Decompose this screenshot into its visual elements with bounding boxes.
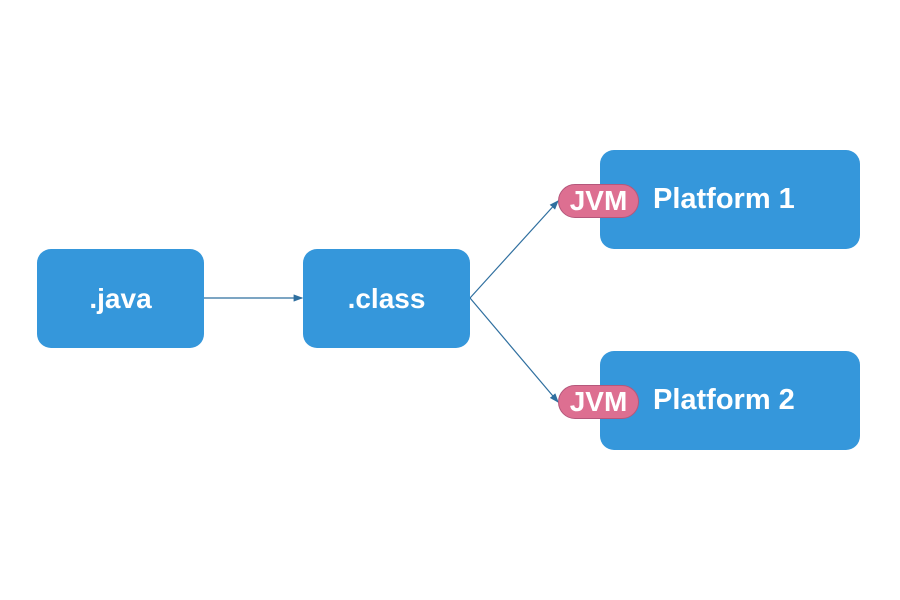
platform-2-node: Platform 2 — [600, 351, 860, 450]
arrow-class-to-platform-2 — [469, 297, 559, 403]
platform-1-node: Platform 1 — [600, 150, 860, 249]
java-source-node: .java — [37, 249, 204, 348]
class-bytecode-node: .class — [303, 249, 470, 348]
arrow-class-to-platform-1 — [469, 200, 559, 299]
jvm-badge-platform-1: JVM — [558, 184, 639, 218]
java-source-label: .java — [89, 282, 152, 314]
jvm-badge-label: JVM — [569, 185, 628, 216]
class-bytecode-label: .class — [347, 282, 426, 314]
platform-2-label: Platform 2 — [653, 384, 795, 416]
jvm-badge-label: JVM — [569, 386, 628, 417]
platform-1-label: Platform 1 — [653, 183, 795, 215]
jvm-badge-platform-2: JVM — [558, 385, 639, 419]
